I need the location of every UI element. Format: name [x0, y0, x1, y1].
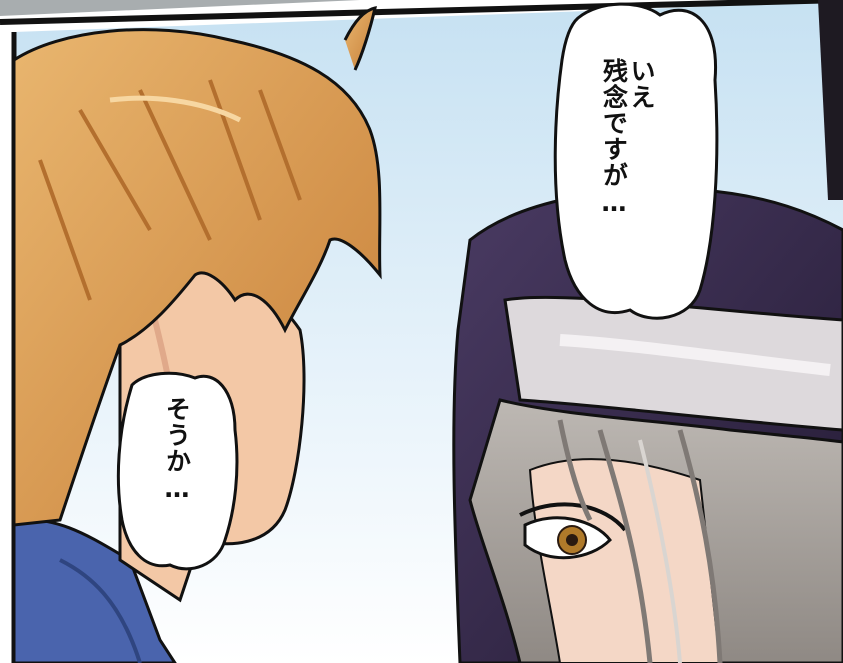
speech-text-right: いえ 残念ですが… — [599, 58, 657, 218]
upper-panel-edge — [0, 0, 360, 16]
nun-character — [452, 187, 843, 663]
right-dark-edge — [818, 0, 843, 200]
panel-border-top — [0, 0, 843, 25]
speech-bubble-right — [553, 2, 719, 320]
speech-text-left: そうか… — [162, 396, 192, 504]
speech-bubble-left — [116, 371, 239, 571]
